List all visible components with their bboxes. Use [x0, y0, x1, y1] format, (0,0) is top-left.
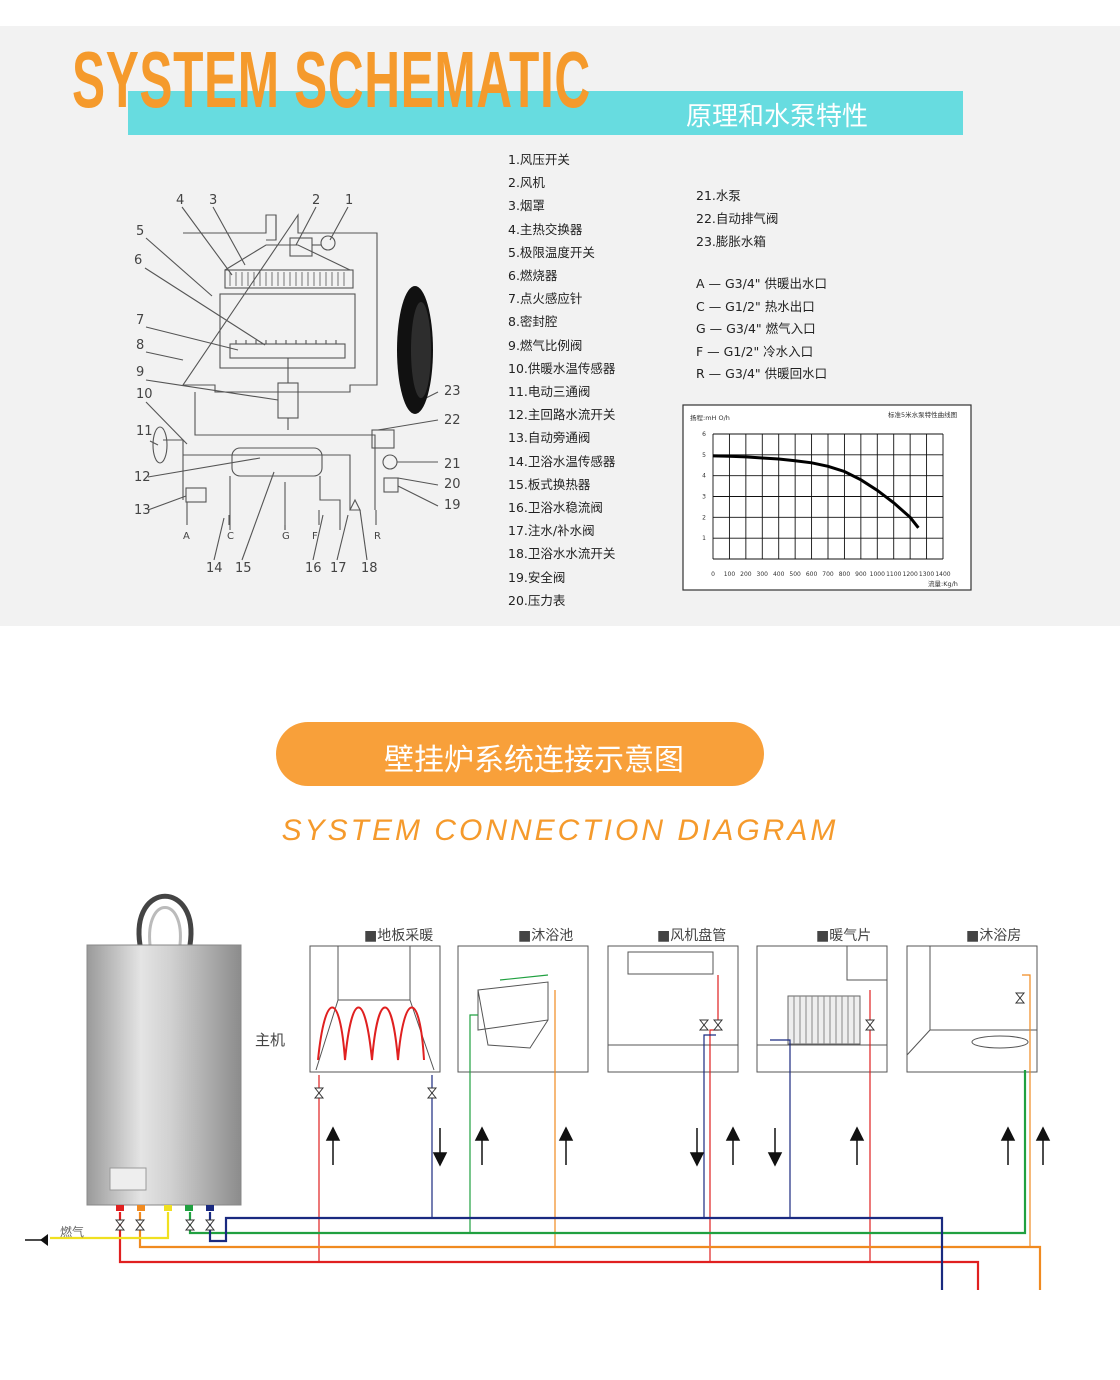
callout-10: 10 — [136, 387, 153, 402]
part-item: 14.卫浴水温传感器 — [508, 453, 616, 469]
port-item: A — G3/4" 供暖出水口 — [696, 276, 828, 291]
port-letter-a: A — [183, 531, 190, 542]
panel-floor-heating — [309, 945, 441, 1073]
part-item: 7.点火感应针 — [508, 291, 583, 307]
part-item: 1.风压开关 — [508, 152, 570, 167]
callout-8: 8 — [136, 338, 145, 353]
callout-14: 14 — [206, 561, 223, 576]
port-item: F — G1/2" 冷水入口 — [696, 343, 814, 359]
part-item: 9.燃气比例阀 — [508, 337, 583, 353]
callout-2: 2 — [312, 193, 321, 208]
part-item: 11.电动三通阀 — [508, 384, 591, 400]
panel-label-fancoil: ■风机盘管 — [657, 928, 727, 944]
connection-title: SYSTEM CONNECTION DIAGRAM — [281, 814, 839, 847]
part-item: 21.水泵 — [696, 188, 741, 203]
part-item: 23.膨胀水箱 — [696, 234, 766, 250]
boiler-body — [86, 944, 242, 1206]
part-item: 3.烟罩 — [508, 198, 545, 214]
callout-23: 23 — [444, 384, 461, 399]
schematic-title: SYSTEM SCHEMATIC — [72, 35, 591, 124]
part-item: 4.主热交换器 — [508, 221, 583, 237]
connection-pill-label: 壁挂炉系统连接示意图 — [384, 743, 684, 778]
callout-6: 6 — [134, 253, 143, 268]
panel-label-radiator: ■暖气片 — [816, 928, 872, 944]
port-letter-r: R — [374, 531, 381, 542]
part-item: 6.燃烧器 — [508, 268, 558, 284]
part-item: 20.压力表 — [508, 592, 566, 608]
part-item: 15.板式换热器 — [508, 476, 591, 492]
part-item: 22.自动排气阀 — [696, 211, 779, 227]
port-letter-c: C — [227, 531, 234, 542]
subtitle-bar — [128, 91, 963, 135]
port-item: C — G1/2" 热水出口 — [696, 298, 815, 314]
part-item: 18.卫浴水水流开关 — [508, 546, 616, 562]
ports-list: A — G3/4" 供暖出水口 C — G1/2" 热水出口 G — G3/4"… — [696, 273, 827, 386]
port-item: R — G3/4" 供暖回水口 — [696, 366, 828, 382]
callout-3: 3 — [209, 193, 218, 208]
callout-22: 22 — [444, 413, 461, 428]
port-item: G — G3/4" 燃气入口 — [696, 321, 816, 337]
callout-19: 19 — [444, 498, 461, 513]
boiler-display — [109, 1167, 147, 1191]
part-item: 10.供暖水温传感器 — [508, 360, 616, 376]
part-item: 13.自动旁通阀 — [508, 430, 591, 446]
panel-shower — [906, 945, 1038, 1073]
panel-label-floor: ■地板采暖 — [364, 928, 434, 944]
port-letter-f: F — [312, 531, 318, 542]
callout-4: 4 — [176, 193, 185, 208]
connection-pill: 壁挂炉系统连接示意图 — [276, 722, 764, 786]
callout-17: 17 — [330, 561, 347, 576]
gas-label: 燃气 — [60, 1225, 85, 1239]
panel-radiator — [756, 945, 888, 1073]
callout-1: 1 — [345, 193, 354, 208]
part-item: 2.风机 — [508, 175, 545, 191]
part-item: 17.注水/补水阀 — [508, 523, 595, 539]
callout-5: 5 — [136, 224, 145, 239]
callout-7: 7 — [136, 313, 145, 328]
callout-18: 18 — [361, 561, 378, 576]
main-unit-label: 主机 — [255, 1031, 286, 1049]
callout-20: 20 — [444, 477, 461, 492]
part-item: 16.卫浴水稳流阀 — [508, 500, 603, 516]
schematic-subtitle: 原理和水泵特性 — [686, 102, 869, 132]
part-item: 8.密封腔 — [508, 314, 558, 330]
panel-bath — [457, 945, 589, 1073]
parts-list-primary: 1.风压开关 2.风机 3.烟罩 4.主热交换器 5.极限温度开关 6.燃烧器 … — [508, 148, 615, 612]
panel-fan-coil — [607, 945, 739, 1073]
callout-9: 9 — [136, 365, 145, 380]
panel-label-shower: ■沐浴房 — [966, 928, 1022, 944]
callout-16: 16 — [305, 561, 322, 576]
callout-13: 13 — [134, 503, 151, 518]
part-item: 19.安全阀 — [508, 569, 566, 585]
callout-15: 15 — [235, 561, 252, 576]
part-item: 5.极限温度开关 — [508, 244, 595, 260]
panel-label-bath: ■沐浴池 — [518, 928, 574, 944]
callout-21: 21 — [444, 457, 461, 472]
port-letter-g: G — [282, 531, 290, 542]
part-item: 12.主回路水流开关 — [508, 407, 616, 423]
callout-12: 12 — [134, 470, 151, 485]
parts-list-secondary: 21.水泵 22.自动排气阀 23.膨胀水箱 — [696, 184, 778, 254]
callout-11: 11 — [136, 424, 153, 439]
